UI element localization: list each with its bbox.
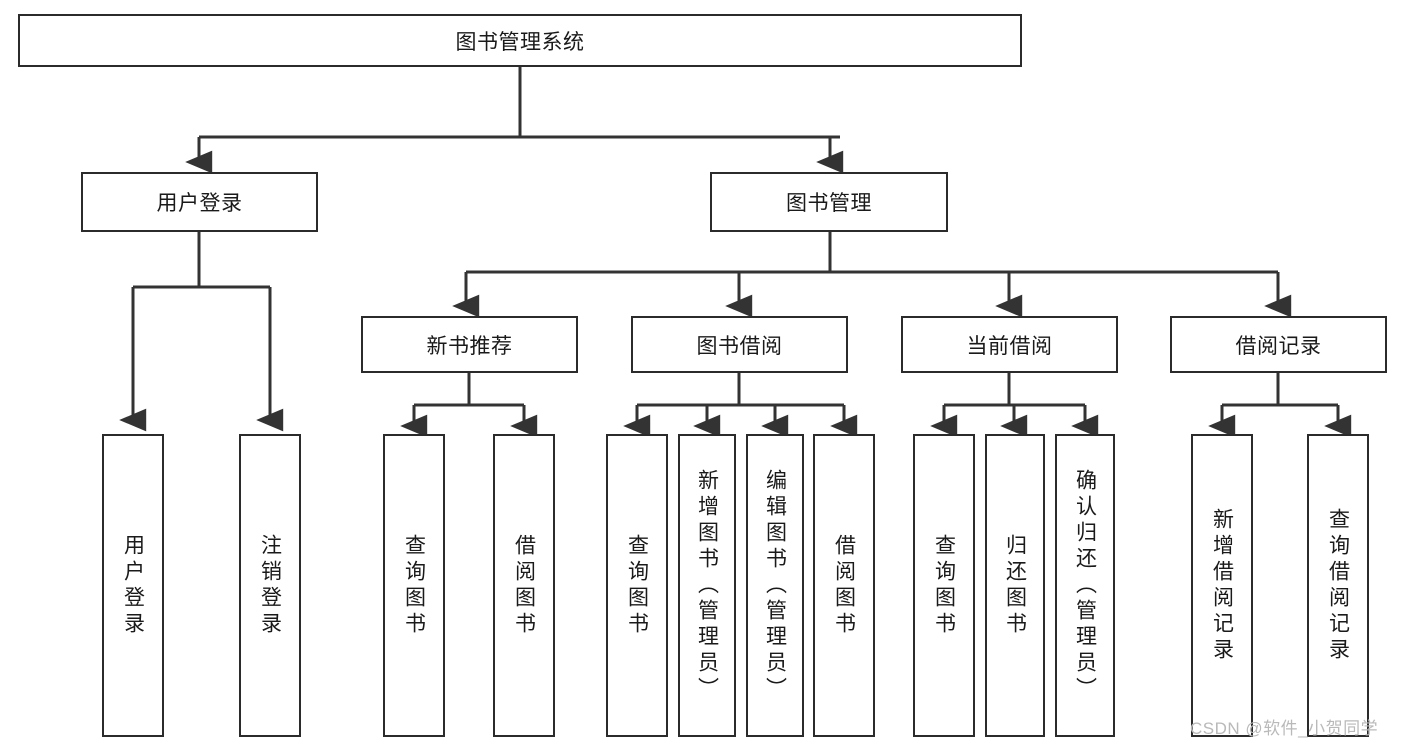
node-borrow-record-label: 借阅记录 [1235, 334, 1322, 358]
node-leaf-add-book[interactable]: 新增图书（管理员） [678, 434, 736, 737]
node-leaf-confirm-return-label: 确认归还（管理员） [1073, 468, 1097, 703]
node-leaf-user-login-label: 用户登录 [121, 533, 145, 638]
node-current-borrow-label: 当前借阅 [966, 334, 1053, 358]
node-leaf-edit-book-label: 编辑图书（管理员） [763, 468, 787, 703]
node-leaf-logout-label: 注销登录 [258, 533, 282, 638]
node-leaf-add-record-label: 新增借阅记录 [1210, 507, 1234, 664]
node-leaf-logout[interactable]: 注销登录 [239, 434, 301, 737]
node-leaf-return-book[interactable]: 归还图书 [985, 434, 1045, 737]
node-borrow-record[interactable]: 借阅记录 [1170, 316, 1387, 373]
node-root[interactable]: 图书管理系统 [18, 14, 1022, 67]
watermark: CSDN @软件_小贺同学 [1190, 719, 1379, 738]
node-book-manage[interactable]: 图书管理 [710, 172, 948, 232]
node-leaf-borrow-book[interactable]: 借阅图书 [813, 434, 875, 737]
node-leaf-add-record[interactable]: 新增借阅记录 [1191, 434, 1253, 737]
node-leaf-borrow-book-label: 借阅图书 [832, 533, 856, 638]
node-current-borrow[interactable]: 当前借阅 [901, 316, 1118, 373]
node-leaf-borrow-book-recommend-label: 借阅图书 [512, 533, 536, 638]
node-leaf-add-book-label: 新增图书（管理员） [695, 468, 719, 703]
node-leaf-user-login[interactable]: 用户登录 [102, 434, 164, 737]
node-new-book-recommend[interactable]: 新书推荐 [361, 316, 578, 373]
node-leaf-query-book-current[interactable]: 查询图书 [913, 434, 975, 737]
node-leaf-query-book-borrow[interactable]: 查询图书 [606, 434, 668, 737]
node-leaf-query-book-borrow-label: 查询图书 [625, 533, 649, 638]
node-root-label: 图书管理系统 [455, 30, 585, 54]
node-leaf-return-book-label: 归还图书 [1003, 533, 1027, 638]
node-leaf-query-book-current-label: 查询图书 [932, 533, 956, 638]
node-leaf-query-record-label: 查询借阅记录 [1326, 507, 1350, 664]
node-new-book-recommend-label: 新书推荐 [426, 334, 513, 358]
node-book-borrow[interactable]: 图书借阅 [631, 316, 848, 373]
node-user-login[interactable]: 用户登录 [81, 172, 318, 232]
node-leaf-edit-book[interactable]: 编辑图书（管理员） [746, 434, 804, 737]
node-book-borrow-label: 图书借阅 [696, 334, 783, 358]
node-book-manage-label: 图书管理 [786, 192, 872, 215]
node-leaf-borrow-book-recommend[interactable]: 借阅图书 [493, 434, 555, 737]
node-leaf-query-record[interactable]: 查询借阅记录 [1307, 434, 1369, 737]
node-leaf-query-book-recommend-label: 查询图书 [402, 533, 426, 638]
node-leaf-confirm-return[interactable]: 确认归还（管理员） [1055, 434, 1115, 737]
node-leaf-query-book-recommend[interactable]: 查询图书 [383, 434, 445, 737]
node-user-login-label: 用户登录 [156, 192, 243, 215]
